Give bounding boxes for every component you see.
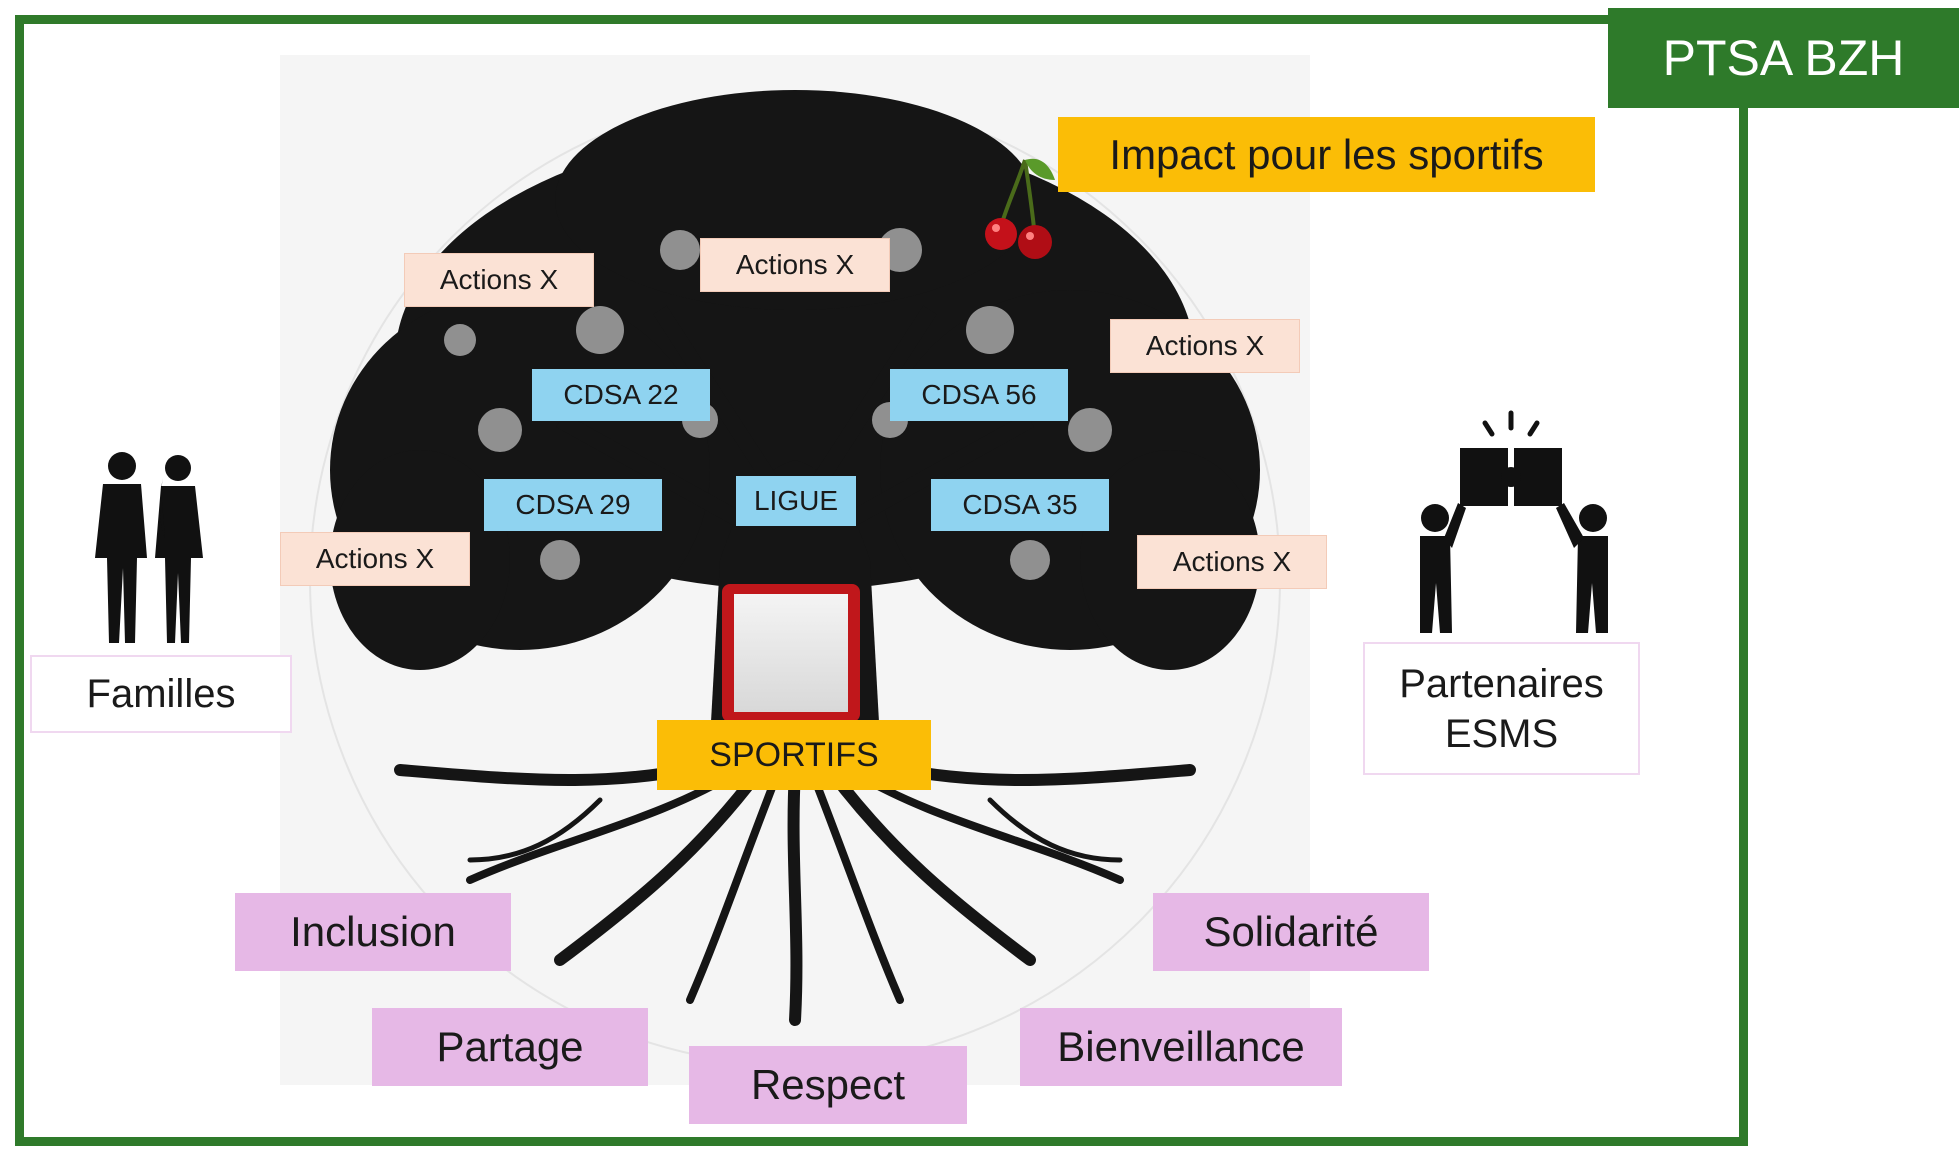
actions-label-right-lower: Actions X: [1137, 535, 1327, 589]
cdsa-22-label: CDSA 22: [532, 369, 710, 421]
cdsa-35-label: CDSA 35: [931, 479, 1109, 531]
esms-line: ESMS: [1444, 711, 1559, 756]
value-inclusion: Inclusion: [235, 893, 511, 971]
cherries-icon: [985, 158, 1055, 259]
partners-puzzle-icon: [1420, 410, 1608, 633]
familles-label: Familles: [30, 655, 292, 733]
value-partage: Partage: [372, 1008, 648, 1086]
sportifs-label: SPORTIFS: [657, 720, 931, 790]
actions-label-left-lower: Actions X: [280, 532, 470, 586]
ptsa-bzh-badge: PTSA BZH: [1608, 8, 1959, 108]
value-solidarite: Solidarité: [1153, 893, 1429, 971]
cdsa-29-label: CDSA 29: [484, 479, 662, 531]
value-respect: Respect: [689, 1046, 967, 1124]
diagram-frame: [15, 15, 1748, 1146]
actions-label-top-left: Actions X: [404, 253, 594, 307]
ligue-label: LIGUE: [736, 476, 856, 526]
actions-label-right-upper: Actions X: [1110, 319, 1300, 373]
actions-label-top-center: Actions X: [700, 238, 890, 292]
impact-label: Impact pour les sportifs: [1058, 117, 1595, 192]
partenaires-esms-label: Partenaires ESMS: [1363, 642, 1640, 775]
value-bienveillance: Bienveillance: [1020, 1008, 1342, 1086]
sportifs-photo: [722, 584, 860, 722]
couple-silhouette-icon: [95, 452, 203, 643]
cdsa-56-label: CDSA 56: [890, 369, 1068, 421]
partenaires-line: Partenaires: [1399, 661, 1604, 706]
